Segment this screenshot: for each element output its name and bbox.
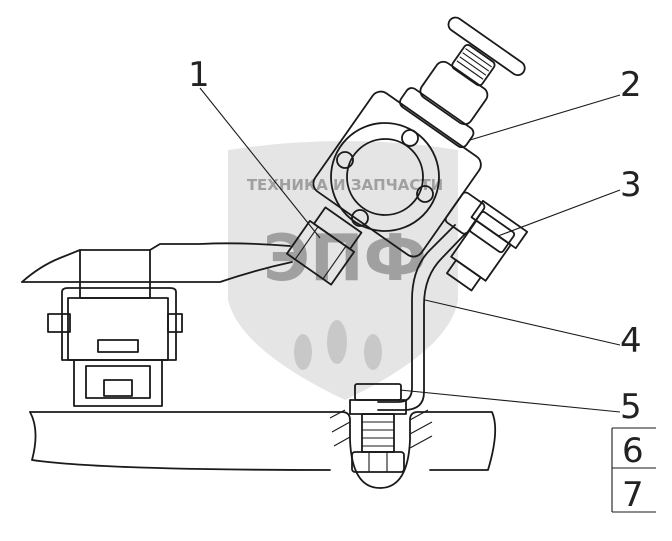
cross-member — [21, 242, 293, 407]
callout-2: 2 — [620, 65, 642, 105]
watermark-wheat-icon — [294, 320, 382, 370]
valve-body — [312, 16, 526, 258]
pipe-bracket — [377, 224, 467, 411]
callout-3: 3 — [620, 165, 642, 205]
base-plate — [29, 409, 497, 489]
callout-6: 6 — [622, 431, 644, 471]
callout-7: 7 — [622, 475, 644, 515]
watermark-top-text: ТЕХНИКА И ЗАПЧАСТИ — [247, 176, 443, 194]
valve-flange — [330, 122, 440, 232]
watermark-main-text: ЭПФ — [263, 222, 427, 296]
outlet-nut — [446, 199, 529, 292]
watermark-shield — [228, 141, 458, 400]
callout-5: 5 — [620, 387, 642, 427]
callout-4: 4 — [620, 321, 642, 361]
leader-lines — [199, 87, 656, 513]
bolt-assembly — [349, 383, 407, 473]
callout-1: 1 — [188, 55, 210, 95]
inlet-fitting — [286, 206, 363, 286]
